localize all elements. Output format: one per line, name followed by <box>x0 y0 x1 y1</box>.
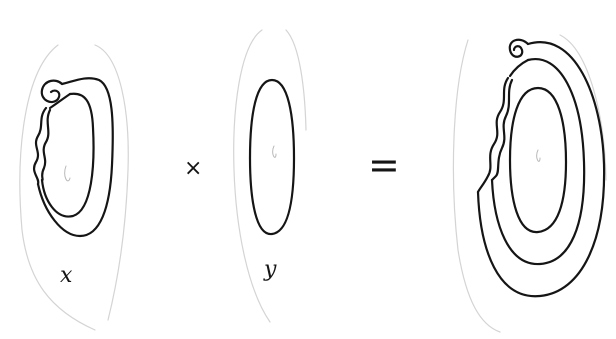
product-curl <box>508 38 530 78</box>
label-x: x <box>60 263 73 288</box>
product-twist <box>476 76 514 194</box>
knot-y-ring <box>248 78 296 236</box>
knot-y-center-mark <box>272 145 277 158</box>
knot-x-outer-strand <box>36 77 114 238</box>
times-sign: × <box>184 156 202 181</box>
product-center-mark <box>536 149 541 162</box>
knot-x-twist <box>32 106 52 186</box>
knot-diagram-product <box>476 38 606 298</box>
knot-x-inner-strand <box>40 92 95 218</box>
paper-shadow-traces <box>19 29 607 333</box>
knot-diagram-x <box>32 77 114 238</box>
knot-diagram-y <box>248 78 296 236</box>
label-y: y <box>263 257 277 282</box>
equals-sign: = <box>368 143 400 187</box>
product-middle-ring <box>490 57 586 266</box>
knot-x-curl <box>40 79 72 110</box>
knot-x-center-mark <box>64 165 71 182</box>
product-inner-ring <box>508 86 568 234</box>
product-outer-ring <box>476 41 606 298</box>
